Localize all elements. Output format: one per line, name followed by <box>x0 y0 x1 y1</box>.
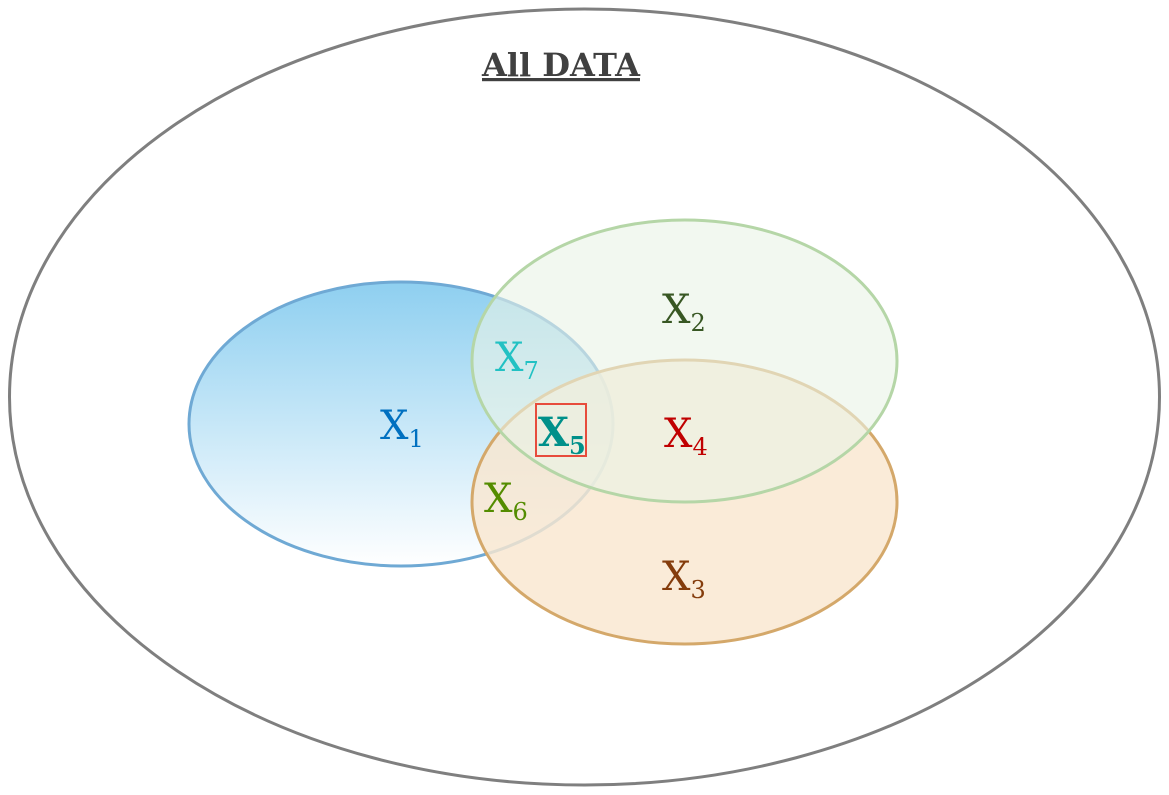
region-letter: X <box>484 476 513 522</box>
region-letter: X <box>380 403 409 449</box>
region-label-x2: X2 <box>662 287 706 337</box>
region-letter: X <box>664 411 693 457</box>
diagram-title: All DATA <box>481 46 641 84</box>
region-letter: X <box>495 335 524 381</box>
region-subscript: 7 <box>523 357 538 385</box>
region-letter: X <box>662 287 691 333</box>
region-label-x3: X3 <box>662 554 706 604</box>
region-subscript: 6 <box>512 498 527 526</box>
region-label-x5: X5 <box>538 409 586 460</box>
region-label-x6: X6 <box>484 476 528 526</box>
region-label-x7: X7 <box>495 335 539 385</box>
region-letter: X <box>538 409 569 456</box>
region-subscript: 4 <box>692 433 707 461</box>
x5-highlight-box <box>535 403 587 457</box>
region-subscript: 1 <box>408 425 423 453</box>
set-x2-ellipse <box>470 218 899 504</box>
region-letter: X <box>662 554 691 600</box>
region-subscript: 2 <box>690 309 705 337</box>
region-label-x1: X1 <box>380 403 424 453</box>
region-subscript: 3 <box>690 576 705 604</box>
region-label-x4: X4 <box>664 411 708 461</box>
region-subscript: 5 <box>569 431 586 460</box>
